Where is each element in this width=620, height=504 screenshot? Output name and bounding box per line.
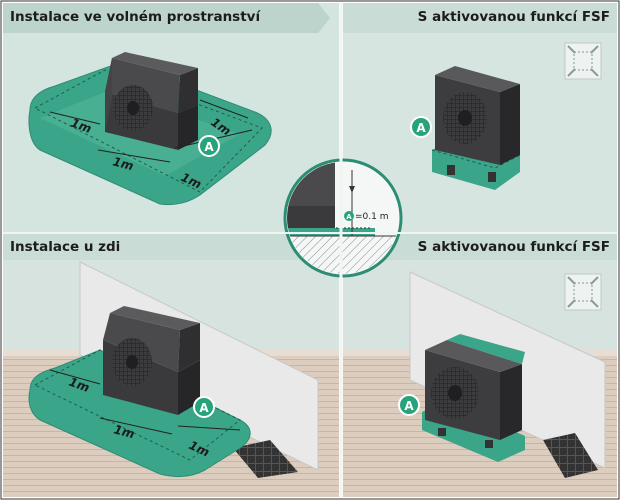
header-bar-bottom-left <box>3 234 339 260</box>
fsf-wall-illustration: A <box>398 271 606 478</box>
marker-a-top-left <box>198 135 220 157</box>
header-bar-top-left <box>3 3 330 33</box>
marker-a-label: A <box>204 140 214 154</box>
marker-a-bottom-right <box>398 394 420 416</box>
wall-installation-illustration: 1m 1m 1m A <box>28 261 319 478</box>
fsf-compress-icon <box>564 42 602 80</box>
fsf-compress-icon <box>564 273 602 311</box>
free-installation-illustration: 1m 1m 1m 1m A <box>28 52 272 206</box>
clearance-detail-zoom: A =0.1 m <box>283 158 403 278</box>
section-title-fsf-top: S aktivovanou funkcí FSF <box>417 9 610 25</box>
distance-label-front: 1m <box>112 422 136 441</box>
distance-label-left: 1m <box>67 375 91 395</box>
clearance-value: =0.1 m <box>355 212 388 222</box>
distance-label-front: 1m <box>111 154 135 173</box>
section-title-fsf-bottom: S aktivovanou funkcí FSF <box>417 239 610 255</box>
section-title-free-installation: Instalace ve volném prostranství <box>10 9 261 25</box>
fsf-free-illustration: A <box>410 66 521 190</box>
clearance-zone <box>28 349 251 478</box>
marker-a-zoom <box>344 211 354 221</box>
marker-a-label: A <box>199 401 209 415</box>
header-bar-top-right <box>343 3 617 33</box>
marker-a-label: A <box>416 121 426 135</box>
marker-a-top-right <box>410 116 432 138</box>
section-title-wall-installation: Instalace u zdi <box>10 239 121 255</box>
distance-label-left: 1m <box>69 116 93 136</box>
marker-a-label: A <box>346 213 352 221</box>
marker-a-bottom-left <box>193 396 215 418</box>
marker-a-label: A <box>404 399 414 413</box>
